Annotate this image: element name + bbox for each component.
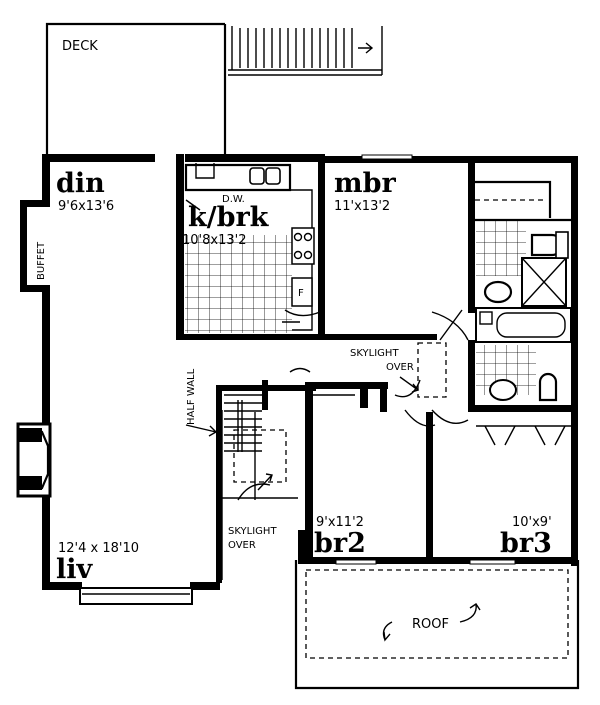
skylight-hall (417, 342, 447, 398)
deck-label: DECK (62, 39, 98, 54)
dining-room-dimensions: 9'6x13'6 (58, 199, 114, 214)
skylight-hall-label: SKYLIGHT (350, 348, 399, 359)
hall-doors (284, 309, 469, 427)
kitchen (176, 154, 325, 340)
deck-stairs (239, 28, 374, 68)
master-bedroom-name: mbr (334, 168, 396, 199)
master-area (325, 163, 578, 446)
stairwell (216, 380, 316, 583)
deck (45, 22, 383, 160)
dining-room-name: din (56, 168, 105, 199)
kitchen-dimensions: 10'8x13'2 (182, 233, 246, 248)
bedroom-2-walls (298, 382, 433, 560)
skylight-stair-over: OVER (228, 540, 256, 551)
skylight-hall-over: OVER (386, 362, 414, 373)
fireplace (16, 422, 52, 498)
bedroom-3-name: br3 (500, 528, 552, 559)
buffet-label: BUFFET (36, 241, 47, 280)
bedroom-3-dimensions: 10'x9' (512, 515, 552, 530)
master-bedroom-dimensions: 11'x13'2 (334, 199, 390, 214)
living-room-name: liv (56, 554, 94, 585)
roof (294, 560, 580, 690)
bedroom-2-name: br2 (314, 528, 366, 559)
kitchen-name: k/brk (188, 202, 270, 233)
skylight-stair-label: SKYLIGHT (228, 526, 277, 537)
dishwasher-label: D.W. (222, 194, 245, 205)
roof-label: ROOF (412, 617, 449, 632)
bedroom-2-dimensions: 9'x11'2 (316, 515, 364, 530)
half-wall-label: HALF WALL (186, 368, 197, 425)
fridge-label: F (298, 288, 304, 299)
living-room-dimensions: 12'4 x 18'10 (58, 541, 139, 556)
